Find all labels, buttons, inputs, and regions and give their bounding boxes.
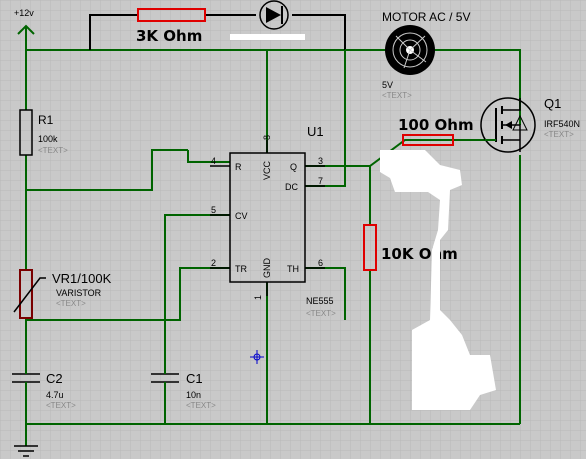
label-mask xyxy=(230,34,305,40)
probe-crosshair-icon[interactable] xyxy=(250,350,264,364)
pin-5-num: 5 xyxy=(211,205,216,215)
resistor-3k-label: 3K Ohm xyxy=(136,27,202,45)
pin-1-num: 1 xyxy=(253,295,263,300)
capacitor-c1[interactable]: C1 10n <TEXT> xyxy=(151,362,216,410)
wires xyxy=(25,14,521,446)
pin-4-num: 4 xyxy=(211,156,216,166)
pin-2-name: TR xyxy=(235,264,247,274)
ic-u1[interactable]: U1 NE555 <TEXT> 4 R 8 VCC 3 Q 7 DC 5 CV … xyxy=(210,124,336,318)
resistor-r1[interactable]: R1 100k <TEXT> xyxy=(19,109,68,156)
vr1-ref: VR1/100K xyxy=(52,271,112,286)
motor-placeholder: <TEXT> xyxy=(382,91,412,100)
c2-placeholder: <TEXT> xyxy=(46,401,76,410)
u1-part: NE555 xyxy=(306,296,334,306)
pin-3-name: Q xyxy=(290,162,297,172)
mosfet-q1[interactable]: Q1 IRF540N <TEXT> xyxy=(480,96,580,153)
u1-ref: U1 xyxy=(307,124,324,139)
r1-value: 100k xyxy=(38,134,58,144)
resistor-100[interactable]: 100 Ohm xyxy=(398,116,474,146)
c1-ref: C1 xyxy=(186,371,203,386)
pin-1-name: GND xyxy=(262,258,272,279)
supply-label: +12v xyxy=(14,8,34,18)
capacitor-c2[interactable]: C2 4.7u <TEXT> xyxy=(12,362,76,410)
pin-8-num: 8 xyxy=(262,135,272,140)
c1-placeholder: <TEXT> xyxy=(186,401,216,410)
c1-value: 10n xyxy=(186,390,201,400)
motor-label: MOTOR AC / 5V xyxy=(382,10,470,24)
ground-symbol xyxy=(14,445,38,457)
r1-ref: R1 xyxy=(38,113,54,127)
motor[interactable]: MOTOR AC / 5V 5V <TEXT> xyxy=(382,10,470,100)
c2-ref: C2 xyxy=(46,371,63,386)
vr1-placeholder: <TEXT> xyxy=(56,299,86,308)
vr1-value: VARISTOR xyxy=(56,288,102,298)
pin-6-num: 6 xyxy=(318,258,323,268)
resistor-3k[interactable]: 3K Ohm xyxy=(136,8,206,45)
pin-8-name: VCC xyxy=(262,160,272,180)
pin-7-name: DC xyxy=(285,182,298,192)
q1-part: IRF540N xyxy=(544,119,580,129)
c2-value: 4.7u xyxy=(46,390,64,400)
pin-3-num: 3 xyxy=(318,156,323,166)
pin-5-name: CV xyxy=(235,211,248,221)
white-overlay xyxy=(380,150,496,410)
varistor-vr1[interactable]: VR1/100K VARISTOR <TEXT> xyxy=(13,269,112,319)
r1-placeholder: <TEXT> xyxy=(38,146,68,155)
resistor-10k-label: 10K Ohm xyxy=(381,245,458,263)
pin-7-num: 7 xyxy=(318,176,323,186)
motor-value: 5V xyxy=(382,80,393,90)
resistor-100-label: 100 Ohm xyxy=(398,116,474,134)
q1-placeholder: <TEXT> xyxy=(544,130,574,139)
q1-ref: Q1 xyxy=(544,96,561,111)
diode[interactable] xyxy=(259,0,289,30)
pin-6-name: TH xyxy=(287,264,299,274)
u1-placeholder: <TEXT> xyxy=(306,309,336,318)
pin-2-num: 2 xyxy=(211,258,216,268)
supply-terminal[interactable]: +12v xyxy=(14,8,35,42)
pin-4-name: R xyxy=(235,162,242,172)
